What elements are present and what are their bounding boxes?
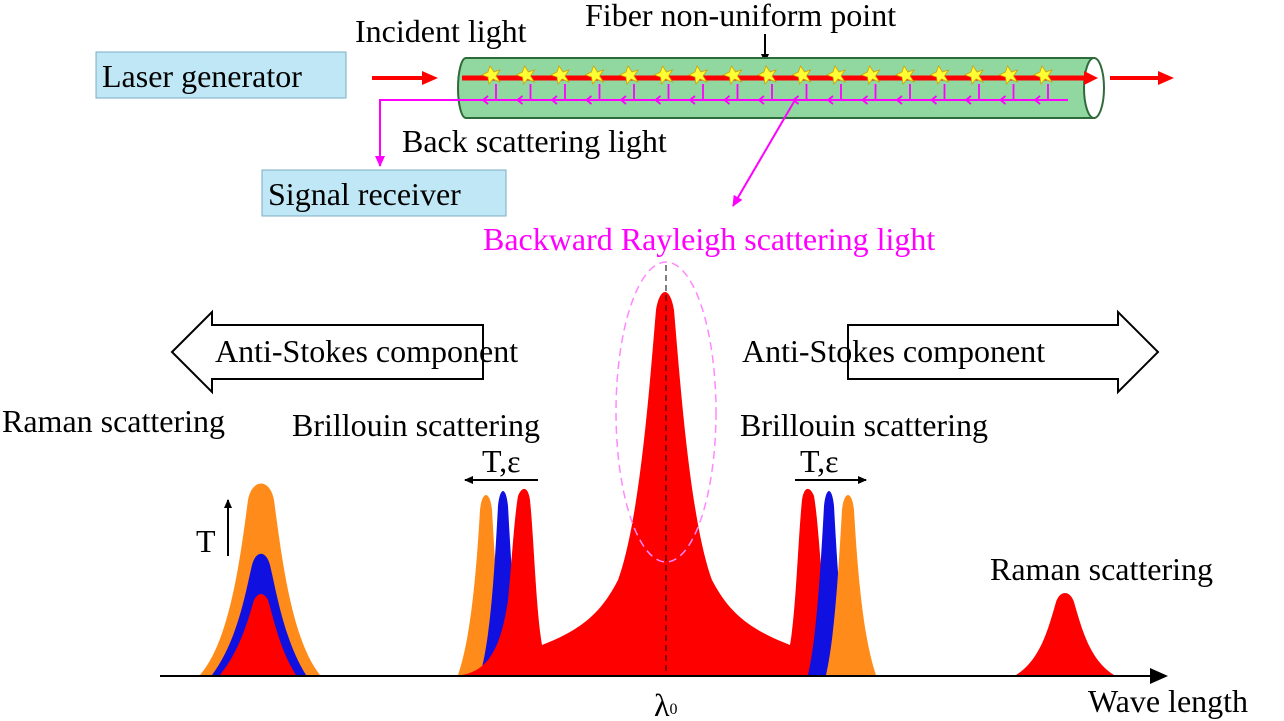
scatter-point: [584, 65, 605, 85]
lambda-label: λ0: [654, 687, 678, 721]
scatter-point: [653, 65, 674, 85]
scatter-point: [860, 65, 881, 85]
fiber-cylinder: [457, 57, 1105, 119]
fiber-section: Laser generator Incident light Fiber non…: [95, 0, 1174, 257]
raman-right-label: Raman scattering: [990, 551, 1213, 587]
scatter-point: [722, 65, 743, 85]
scatter-point: [756, 65, 778, 85]
scatter-points: [480, 65, 1054, 85]
scatter-point: [618, 65, 640, 85]
scatter-point: [825, 65, 847, 85]
wavelength-axis-arrowhead: [1150, 668, 1168, 684]
scatter-point: [963, 65, 985, 85]
signal-receiver-label: Signal receiver: [268, 176, 461, 212]
raman-left-label: Raman scattering: [2, 403, 225, 439]
raman-right-peak: [1016, 593, 1114, 675]
exit-arrow: [1110, 71, 1174, 85]
te-right-label: T,ε: [800, 443, 839, 479]
rayleigh-peak: [462, 292, 870, 675]
right-component-arrow: [847, 309, 1160, 395]
scatter-point: [929, 65, 950, 85]
signal-receiver-box: [261, 169, 507, 217]
scatter-point: [791, 65, 812, 85]
rayleigh-pointer: [732, 99, 796, 207]
scatter-point: [515, 65, 536, 85]
brillouin-right-label: Brillouin scattering: [740, 407, 988, 443]
laser-generator-label: Laser generator: [102, 58, 302, 94]
left-component-arrow: [170, 309, 484, 395]
scatter-point: [549, 65, 571, 85]
rayleigh-highlight-ellipse: [615, 261, 717, 563]
brillouin-right-peaks: [808, 491, 876, 675]
raman-left-peaks: [200, 483, 320, 675]
fiber-point-label: Fiber non-uniform point: [585, 0, 896, 33]
incident-arrow: [372, 71, 438, 85]
incident-light-label: Incident light: [355, 13, 527, 49]
laser-generator-box: [95, 51, 347, 99]
right-component-label: Anti-Stokes component: [742, 333, 1045, 369]
brillouin-left-label: Brillouin scattering: [292, 407, 540, 443]
brillouin-right-orange: [826, 495, 876, 675]
te-left-label: T,ε: [482, 443, 521, 479]
scatter-point: [687, 65, 709, 85]
axis-label: Wave length: [1088, 683, 1248, 719]
back-scatter-leader: [375, 99, 478, 167]
scatter-point: [1032, 65, 1054, 85]
scatter-point: [480, 65, 502, 85]
spectrum-section: Anti-Stokes component Anti-Stokes compon…: [2, 261, 1248, 721]
t-label: T: [196, 523, 216, 559]
left-component-label: Anti-Stokes component: [215, 333, 518, 369]
raman-left-red: [220, 594, 296, 675]
back-scattering-label: Back scattering light: [402, 123, 667, 159]
scatter-point: [894, 65, 916, 85]
scatter-point: [998, 65, 1019, 85]
rayleigh-label: Backward Rayleigh scattering light: [483, 221, 935, 257]
